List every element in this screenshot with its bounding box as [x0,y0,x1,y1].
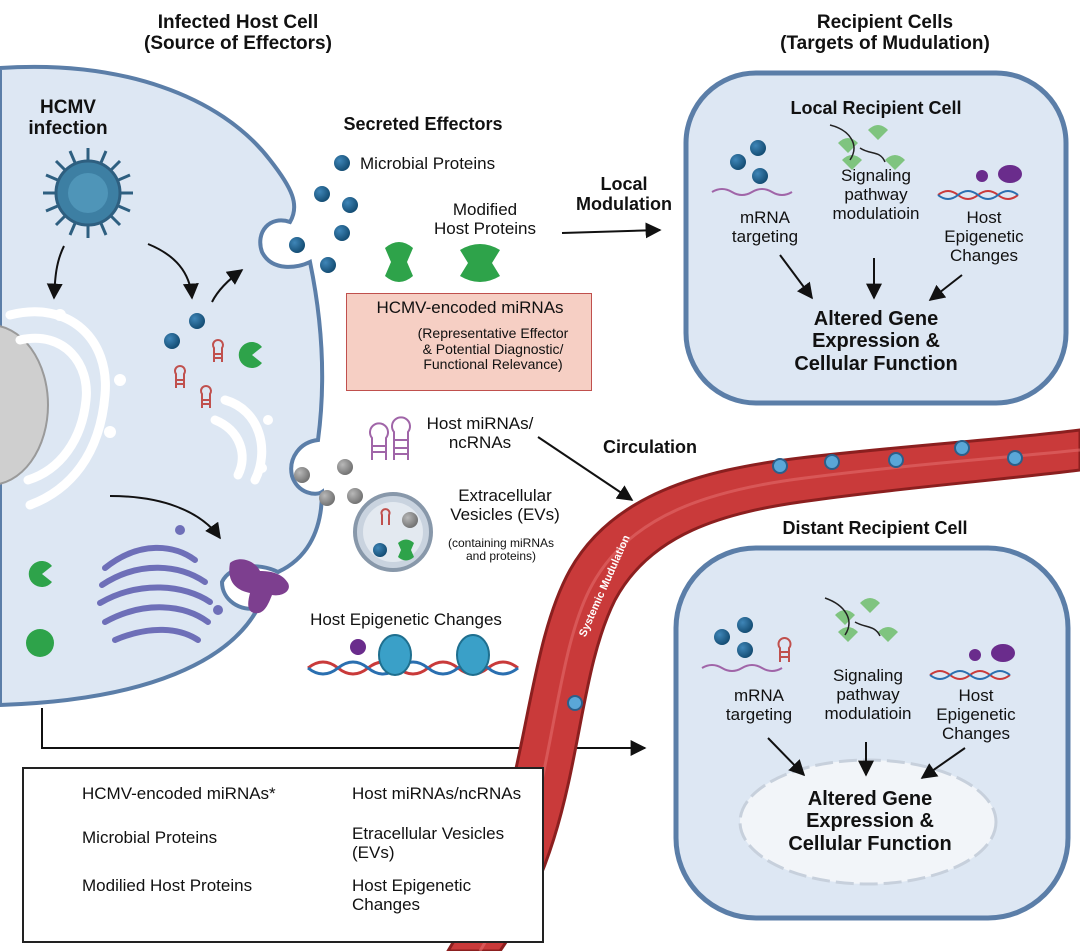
distant-outcome-label: Altered Gene Expression & Cellular Funct… [788,788,952,855]
infected-host-cell [0,64,325,708]
local-recipient-cell [683,70,1069,406]
purple-effector [229,559,289,614]
distant-signaling-label: Signaling pathway modulatioin [824,666,912,724]
host-mirna-icon [369,416,411,460]
distant-epigenetic-label: Host Epigenetic Changes [936,686,1016,744]
hcmv-virus-icon [43,148,133,238]
hcmv-infection-label: HCMV infection [28,97,108,140]
distant-cell-title: Distant Recipient Cell [782,518,968,538]
golgi-apparatus [97,544,213,643]
source-cell-title: Infected Host Cell(Source of Effectors) [144,12,332,55]
circulation-label: Circulation [602,437,697,457]
epigenetic-changes-label: Host Epigenetic Changes [310,610,502,629]
legend-box [22,767,544,943]
legend-ev: Etracellular Vesicles (EVs) [352,824,505,863]
distant-mrna-label: mRNA targeting [725,686,793,725]
hcmv-mirna-box [346,293,592,391]
local-epigenetic-label: Host Epigenetic Changes [944,208,1024,266]
local-cell-title: Local Recipient Cell [790,98,962,118]
microbial-proteins-label: Microbial Proteins [360,154,496,173]
secreted-microbial-proteins [289,155,358,273]
legend-modified: Modilied Host Proteins [82,876,253,895]
nucleus [0,325,49,485]
modified-host-proteins [385,242,500,282]
legend-host-mirna: Host miRNAs/ncRNAs [352,784,522,803]
ev-description: (containing miRNAs and proteins) [447,536,555,564]
legend-hcmv-mirna: HCMV-encoded miRNAs* [82,784,276,803]
epigenetic-dna-icon [307,634,519,676]
grey-particles [294,459,363,506]
modified-host-proteins-label: Modified Host Proteins [433,200,537,239]
hcmv-mirna-description: (Representative Effector & Potential Dia… [417,325,569,373]
legend-microbial: Microbial Proteins [82,828,218,847]
local-mrna-label: mRNA targeting [731,208,799,247]
hcmv-mirna-title: HCMV-encoded miRNAs [376,298,564,317]
secreted-effectors-title: Secreted Effectors [343,114,503,134]
local-outcome-label: Altered Gene Expression & Cellular Funct… [794,308,958,375]
legend-epigenetic: Host Epigenetic Changes [352,876,472,915]
local-modulation-label: Local Modulation [576,174,672,215]
local-signaling-label: Signaling pathway modulatioin [832,166,920,224]
ev-title: Extracellular Vesicles (EVs) [450,486,560,525]
extracellular-vesicle-icon [353,492,433,572]
recipient-cells-title: Recipient Cells(Targets of Mudulation) [780,12,990,55]
distant-recipient-cell [673,545,1071,921]
host-mirna-label: Host miRNAs/ ncRNAs [426,414,534,453]
